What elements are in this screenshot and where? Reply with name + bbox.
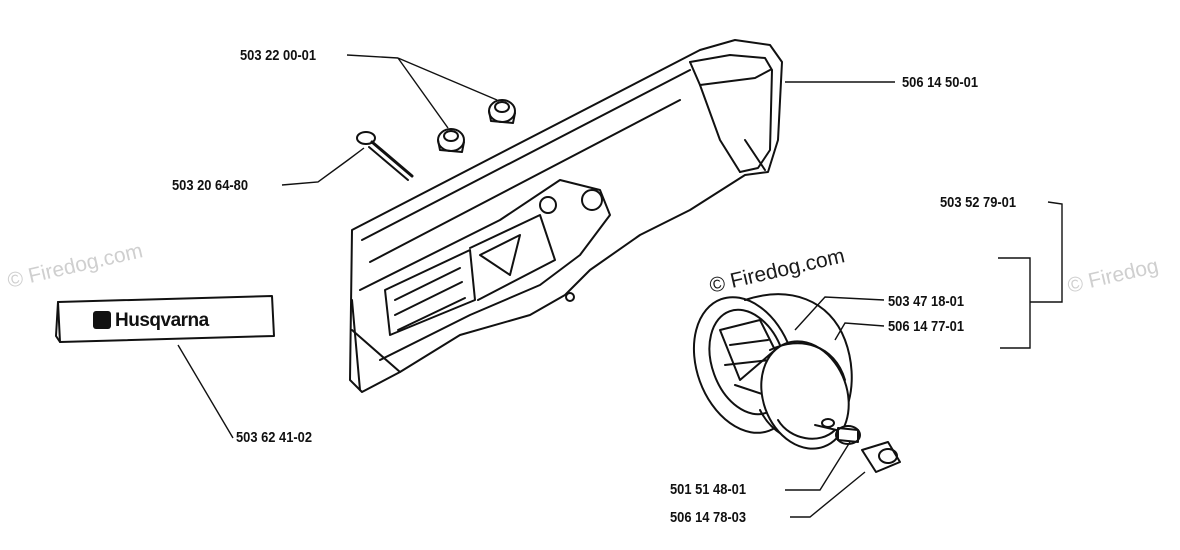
clutch-assembly-drawing xyxy=(692,293,853,450)
bearing-drawing xyxy=(835,425,861,445)
part-label: 503 62 41-02 xyxy=(236,429,313,446)
nut-drawing-1 xyxy=(437,128,465,153)
part-label: 506 14 77-01 xyxy=(888,318,965,335)
part-label: 506 14 50-01 xyxy=(902,74,979,91)
nut-drawing-2 xyxy=(488,99,516,124)
part-label: 501 51 48-01 xyxy=(670,481,747,498)
clutch-cover-drawing xyxy=(349,39,783,393)
part-label: 503 52 79-01 xyxy=(940,194,1017,211)
part-label: 503 20 64-80 xyxy=(172,177,249,194)
crown-icon xyxy=(93,311,111,329)
part-label: 506 14 78-03 xyxy=(670,509,747,526)
sleeve-drawing xyxy=(861,441,901,473)
part-label: 503 22 00-01 xyxy=(240,47,317,64)
bolt-drawing xyxy=(356,131,414,181)
decal-plate-drawing xyxy=(55,295,275,343)
leader-lines xyxy=(177,54,1063,518)
part-label: 503 47 18-01 xyxy=(888,293,965,310)
husqvarna-logo: Husqvarna xyxy=(115,310,209,331)
